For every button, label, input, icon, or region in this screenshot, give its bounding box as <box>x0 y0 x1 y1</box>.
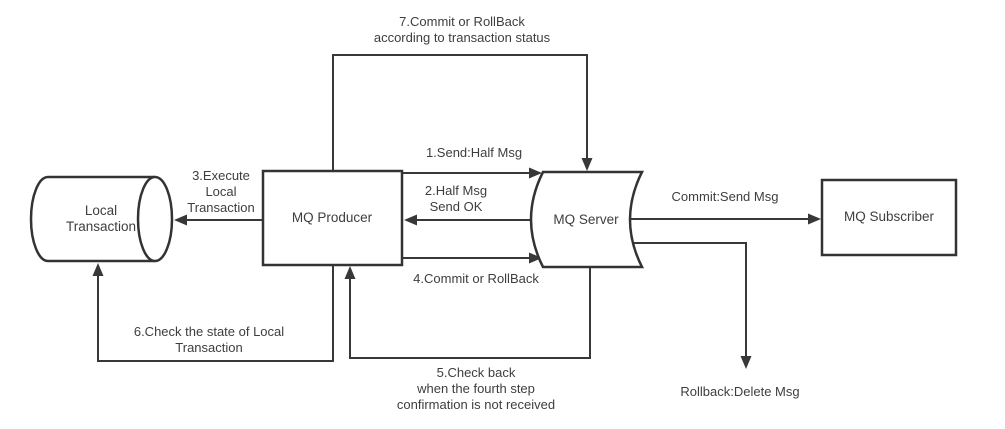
cylinder-body <box>29 175 155 263</box>
local-transaction-node <box>29 175 174 263</box>
mq-subscriber-box <box>820 178 958 257</box>
edge-label-step6: 6.Check the state of Local Transaction <box>133 324 285 355</box>
edge-label-rollback: Rollback:Delete Msg <box>680 384 800 399</box>
arrowhead-left <box>174 214 187 226</box>
edge-step6 <box>92 263 334 362</box>
arrowhead-left <box>404 214 417 226</box>
arrowhead-up <box>344 266 356 279</box>
arrowhead-up <box>92 263 104 276</box>
mq-server-shape <box>529 170 645 269</box>
edge-label-step3: 3.Execute Local Transaction <box>187 168 255 215</box>
edge-commit <box>631 213 821 225</box>
arrowhead-right <box>808 213 821 225</box>
edge-label-step7: 7.Commit or RollBack according to transa… <box>373 14 551 45</box>
cylinder-face <box>136 175 174 263</box>
edge-step7 <box>332 54 593 171</box>
edge-step4 <box>402 252 542 264</box>
edge-label-step4: 4.Commit or RollBack <box>413 271 539 286</box>
edge-step5 <box>344 266 591 359</box>
arrowhead-down <box>581 158 593 171</box>
edge-step1 <box>402 167 542 179</box>
edge-label-step5: 5.Check back when the fourth step confir… <box>396 365 556 412</box>
node-label-mq-producer: MQ Producer <box>291 210 373 225</box>
arrowhead-right <box>529 167 542 179</box>
arrowhead-right <box>529 252 542 264</box>
mq-producer-box <box>261 169 404 267</box>
node-label-local-transaction: Local Transaction <box>65 203 137 234</box>
edge-label-step2: 2.Half Msg Send OK <box>424 183 488 214</box>
edge-step3 <box>174 214 263 226</box>
edge-step2 <box>404 214 531 226</box>
node-label-mq-server: MQ Server <box>553 212 619 227</box>
edge-rollback <box>632 242 752 369</box>
node-label-mq-subscriber: MQ Subscriber <box>843 209 935 224</box>
edge-label-commit: Commit:Send Msg <box>671 189 779 204</box>
edge-label-step1: 1.Send:Half Msg <box>425 145 523 160</box>
arrowhead-down <box>740 356 752 369</box>
